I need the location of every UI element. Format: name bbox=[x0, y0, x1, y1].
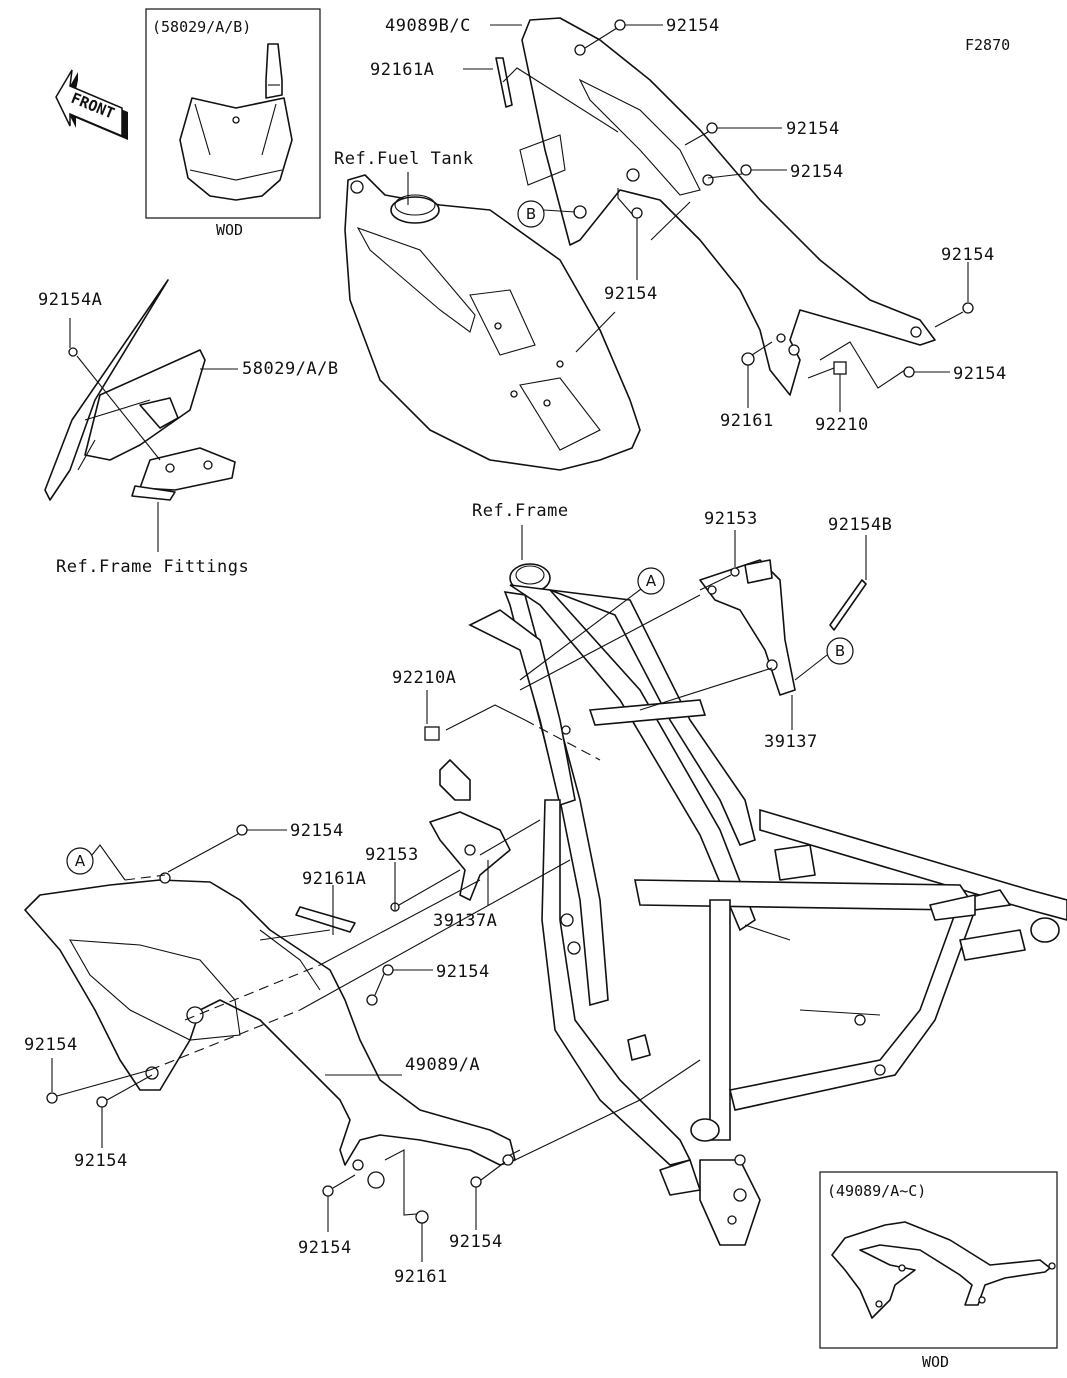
label-92153-upper: 92153 bbox=[704, 509, 758, 529]
callout-a-lower bbox=[66, 847, 94, 875]
bolt-92153-upper bbox=[730, 567, 740, 577]
callout-a-upper bbox=[637, 567, 665, 595]
pad-92161a bbox=[495, 57, 513, 108]
upper-fasteners: B bbox=[463, 19, 974, 412]
svg-text:A: A bbox=[75, 852, 86, 870]
inset-caption: WOD bbox=[922, 1353, 949, 1371]
ref-fuel-tank: Ref.Fuel Tank bbox=[334, 149, 474, 169]
label-92154-bottom-left: 92154 bbox=[298, 1238, 352, 1258]
label-92154-lower-left2: 92154 bbox=[74, 1151, 128, 1171]
label-92154a: 92154A bbox=[38, 290, 102, 310]
label-92154-lower-left: 92154 bbox=[24, 1035, 78, 1055]
inset-caption: WOD bbox=[216, 221, 243, 239]
label-39137: 39137 bbox=[764, 732, 818, 752]
bracket-39137: B A bbox=[519, 530, 867, 730]
number-plate-assembly bbox=[44, 279, 238, 552]
label-39137a: 39137A bbox=[433, 911, 497, 931]
label-58029ab: 58029/A/B bbox=[242, 359, 339, 379]
callout-b-lower bbox=[826, 637, 854, 665]
front-arrow-icon: FRONT bbox=[55, 69, 128, 140]
pad-92161a-lower bbox=[295, 906, 356, 933]
shroud-inset: (49089/A~C) WOD bbox=[819, 1171, 1058, 1371]
ref-frame-fittings: Ref.Frame Fittings bbox=[56, 557, 249, 577]
inset-frame bbox=[819, 1171, 1058, 1349]
inset-frame bbox=[145, 8, 321, 219]
label-92210: 92210 bbox=[815, 415, 869, 435]
label-92153-lower: 92153 bbox=[365, 845, 419, 865]
inset-title: (49089/A~C) bbox=[827, 1182, 926, 1200]
label-92154-right-lower: 92154 bbox=[953, 364, 1007, 384]
lower-fasteners: A bbox=[46, 811, 701, 1262]
ref-frame: Ref.Frame bbox=[472, 501, 569, 521]
upper-shroud bbox=[519, 17, 936, 396]
label-92161a-lower: 92161A bbox=[302, 869, 366, 889]
label-92161-right: 92161 bbox=[720, 411, 774, 431]
label-92154-upper-right: 92154 bbox=[786, 119, 840, 139]
label-92154-lower-mid: 92154 bbox=[436, 962, 490, 982]
shroud-inset-part bbox=[831, 1221, 1051, 1319]
upper-shroud-body bbox=[521, 17, 936, 396]
svg-text:B: B bbox=[835, 642, 845, 660]
label-92161a-top: 92161A bbox=[370, 60, 434, 80]
label-92154-bottom-right: 92154 bbox=[449, 1232, 503, 1252]
number-plate-part bbox=[179, 97, 293, 201]
label-92154b: 92154B bbox=[828, 515, 892, 535]
label-92154-upper-lower: 92154 bbox=[790, 162, 844, 182]
frame bbox=[439, 563, 1067, 1246]
figure-code: F2870 bbox=[965, 36, 1010, 54]
svg-text:B: B bbox=[526, 205, 536, 223]
label-49089a: 49089/A bbox=[405, 1055, 480, 1075]
inset-title: (58029/A/B) bbox=[152, 18, 251, 36]
label-49089bc: 49089B/C bbox=[385, 16, 471, 36]
label-92154-far-right: 92154 bbox=[941, 245, 995, 265]
number-plate-inset: (58029/A/B) WOD bbox=[145, 8, 321, 239]
label-92161-bottom: 92161 bbox=[394, 1267, 448, 1287]
label-92154-top: 92154 bbox=[666, 16, 720, 36]
bracket-39137a bbox=[429, 811, 511, 901]
label-92154-upper-mid: 92154 bbox=[604, 284, 658, 304]
fuel-tank bbox=[344, 172, 641, 471]
nut-92210 bbox=[833, 361, 847, 375]
bolt-92154b bbox=[829, 579, 867, 631]
nut-92210a bbox=[424, 690, 601, 761]
callout-b-upper bbox=[517, 200, 545, 228]
label-92210a: 92210A bbox=[392, 668, 456, 688]
label-92154-lower-top: 92154 bbox=[290, 821, 344, 841]
svg-text:A: A bbox=[646, 572, 657, 590]
